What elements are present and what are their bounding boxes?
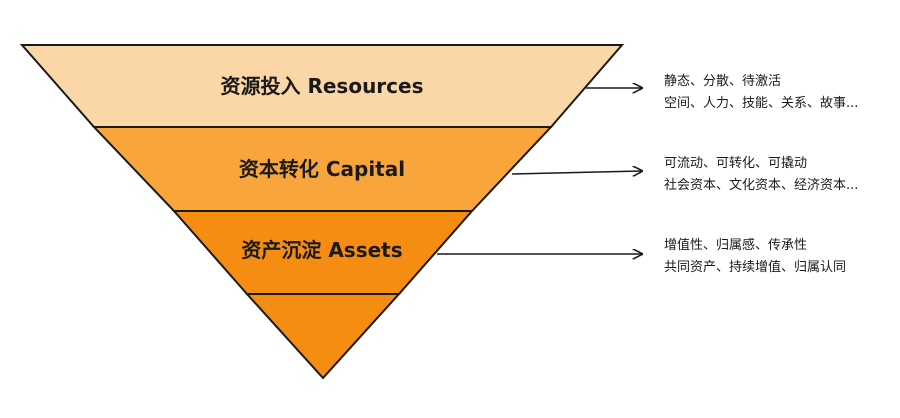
note-capital-line1: 可流动、可转化、可撬动 [664, 156, 807, 171]
note-assets-line1: 增值性、归属感、传承性 [664, 237, 807, 253]
layer-label-resources: 资源投入 Resources [221, 74, 424, 98]
note-resources-line1: 静态、分散、待激活 [664, 74, 781, 89]
note-assets-line2: 共同资产、持续增值、归属认同 [664, 259, 846, 275]
note-resources-line2: 空间、人力、技能、关系、故事... [664, 96, 858, 111]
note-capital-line2: 社会资本、文化资本、经济资本... [664, 177, 858, 193]
funnel-band-tip [244, 293, 402, 380]
layer-label-assets: 资产沉淀 Assets [241, 238, 402, 262]
arrow-capital [511, 171, 642, 174]
layer-label-capital: 资本转化 Capital [239, 157, 405, 181]
